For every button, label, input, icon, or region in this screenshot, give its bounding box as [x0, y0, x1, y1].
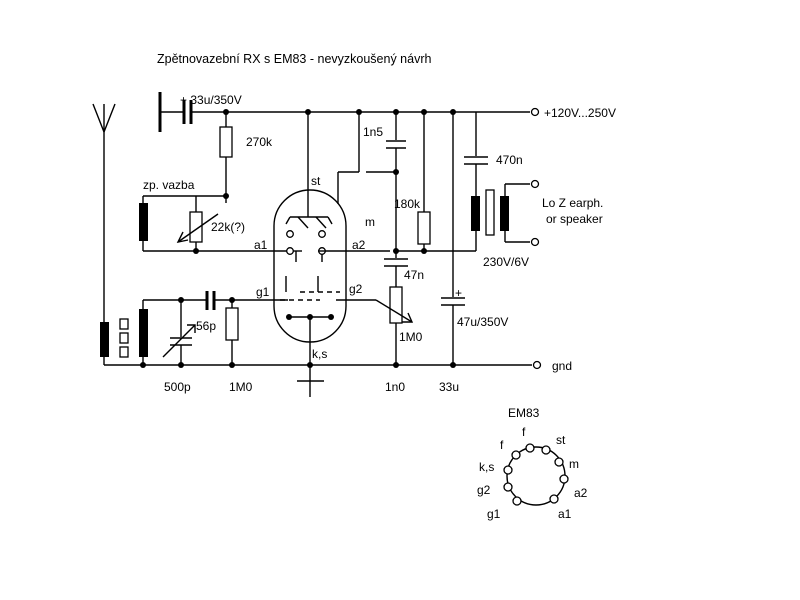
- speaker-terminal-1[interactable]: [530, 179, 540, 189]
- transformer-core: [485, 189, 495, 236]
- speaker-terminal-2[interactable]: [530, 237, 540, 247]
- pinout-title: EM83: [508, 406, 540, 420]
- pin-label-a2: a2: [574, 486, 588, 500]
- tuning-coil: [139, 309, 148, 357]
- tube-m-label: m: [365, 215, 375, 229]
- capacitor-1n5-label: 1n5: [363, 125, 383, 139]
- supply-terminal[interactable]: [530, 107, 540, 117]
- potentiometer-22k-label: 22k(?): [211, 220, 245, 234]
- potentiometer-1M0: [389, 286, 403, 324]
- antenna-coil: [100, 322, 109, 357]
- speaker-label-1: Lo Z earph.: [542, 196, 603, 210]
- capacitor-56p-label: 56p: [196, 319, 216, 333]
- resistor-270k: [219, 126, 233, 158]
- antenna-symbol: [92, 103, 116, 365]
- resistor-180k: [417, 211, 431, 245]
- pin-g2: [503, 482, 513, 492]
- tube-st-label: st: [311, 174, 321, 188]
- pin-f-2: [525, 443, 535, 453]
- resistor-1M0: [225, 307, 239, 341]
- pin-f-1: [511, 450, 521, 460]
- feedback-coil: [139, 203, 148, 241]
- pin-a2: [559, 474, 569, 484]
- pin-label-m: m: [569, 457, 579, 471]
- tube-g1-label: g1: [256, 285, 270, 299]
- coupling-core: [119, 318, 129, 358]
- pin-m: [554, 457, 564, 467]
- supply-label: +120V...250V: [544, 106, 616, 120]
- pin-label-st: st: [556, 433, 566, 447]
- pin-label-f-1: f: [500, 438, 504, 452]
- resistor-270k-label: 270k: [246, 135, 273, 149]
- pin-label-f-2: f: [522, 425, 526, 439]
- pin-label-ks: k,s: [479, 460, 494, 474]
- tube-a2-label: a2: [352, 238, 366, 252]
- potentiometer-1M0-label: 1M0: [399, 330, 423, 344]
- junction-dots: [140, 109, 456, 368]
- capacitor-33u-label: 33u: [439, 380, 459, 394]
- resistor-180k-label: 180k: [394, 197, 421, 211]
- pin-label-g2: g2: [477, 483, 491, 497]
- transformer-label: 230V/6V: [483, 255, 529, 269]
- tube-a1-label: a1: [254, 238, 268, 252]
- capacitor-500p-label: 500p: [164, 380, 191, 394]
- capacitor-470n-label: 470n: [496, 153, 523, 167]
- transformer-secondary: [500, 196, 509, 231]
- capacitor-1n0-label: 1n0: [385, 380, 405, 394]
- pin-g1: [512, 496, 522, 506]
- capacitor-47u-label: 47u/350V: [457, 315, 508, 329]
- em83-pinout: EM83 f f st m a2 a1 g1 g2 k,s: [477, 406, 588, 521]
- ground-terminal[interactable]: [532, 360, 542, 370]
- resistor-1M0-label: 1M0: [229, 380, 253, 394]
- tube-switch-electrodes: [285, 216, 333, 229]
- pin-ks: [503, 465, 513, 475]
- pin-label-g1: g1: [487, 507, 501, 521]
- transformer-primary: [471, 196, 480, 231]
- tube-ks-label: k,s: [312, 347, 327, 361]
- input-capacitor-33u: [158, 92, 193, 132]
- pin-st: [541, 445, 551, 455]
- speaker-label-2: or speaker: [546, 212, 603, 226]
- pin-label-a1: a1: [558, 507, 572, 521]
- capacitor-47u-plus: +: [455, 286, 462, 300]
- capacitor-47n-label: 47n: [404, 268, 424, 282]
- ground-label: gnd: [552, 359, 572, 373]
- tube-g2-label: g2: [349, 282, 363, 296]
- input-capacitor-label: + 33u/350V: [180, 93, 242, 107]
- pin-a1: [549, 494, 559, 504]
- schematic-title: Zpětnovazební RX s EM83 - nevyzkoušený n…: [157, 52, 431, 66]
- feedback-label: zp. vazba: [143, 178, 195, 192]
